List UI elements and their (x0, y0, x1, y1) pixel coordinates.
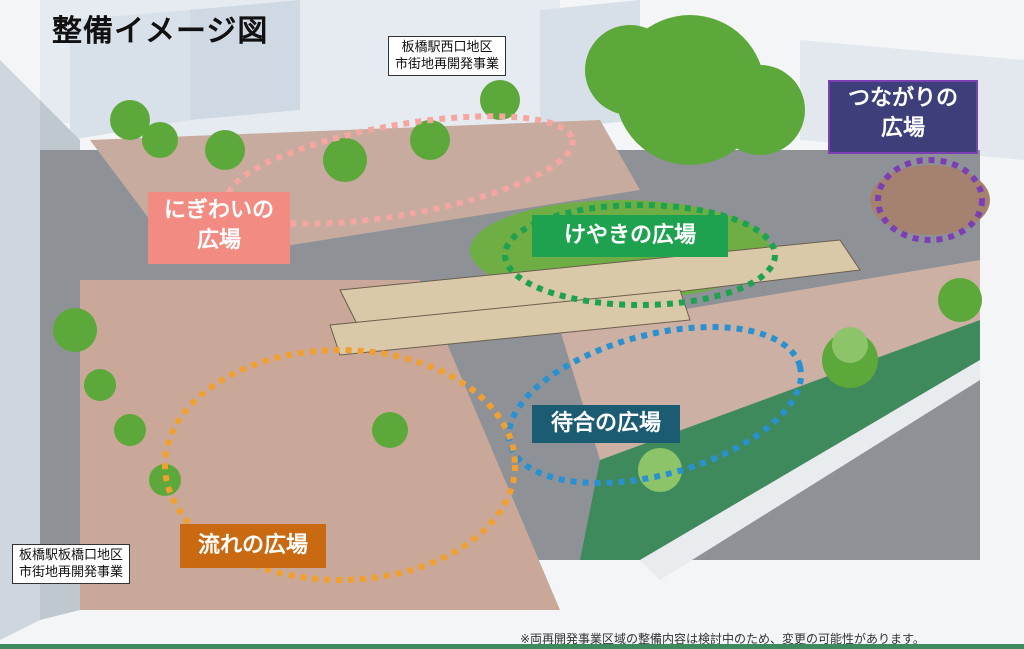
north-project-line2: 市街地再開発事業 (395, 57, 500, 72)
south-project-line2: 市街地再開発事業 (19, 565, 124, 580)
keyaki-plaza-label: けやきの広場 (532, 215, 728, 257)
nagare-plaza-label: 流れの広場 (180, 524, 326, 568)
footnote: ※両再開発事業区域の整備内容は検討中のため、変更の可能性があります。 (520, 632, 925, 646)
tsunagari-line1: つながりの (847, 86, 958, 111)
south-project-label: 板橋駅板橋口地区 市街地再開発事業 (12, 544, 131, 584)
north-project-line1: 板橋駅西口地区 (401, 40, 493, 55)
tsunagari-plaza-label: つながりの 広場 (828, 80, 978, 154)
page-title: 整備イメージ図 (52, 14, 269, 49)
south-project-line1: 板橋駅板橋口地区 (19, 548, 124, 563)
nigiwai-line1: にぎわいの (163, 198, 274, 223)
tsunagari-line2: 広場 (880, 116, 925, 141)
bottom-bar (0, 644, 1024, 649)
nigiwai-line2: 広場 (196, 228, 241, 253)
north-project-label: 板橋駅西口地区 市街地再開発事業 (388, 36, 507, 76)
machiai-plaza-label: 待合の広場 (532, 405, 680, 443)
nigiwai-plaza-label: にぎわいの 広場 (148, 192, 290, 264)
